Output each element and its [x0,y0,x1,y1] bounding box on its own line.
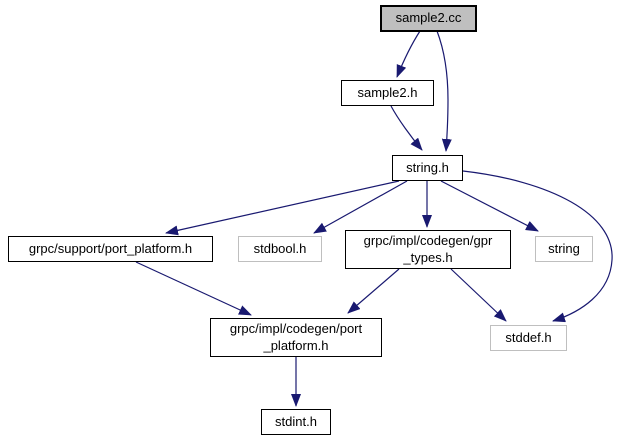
node-sample2-cc[interactable]: sample2.cc [380,5,477,32]
edge-gprtypes-stddef [450,268,507,322]
edge-sample2cc-sample2h [396,30,421,78]
node-stddef-h-label: stddef.h [505,329,552,345]
edge-supportpp-codegenpp [135,261,252,316]
edge-gprtypes-codegenpp [347,268,400,314]
edge-sample2cc-stringh [436,30,452,152]
node-stddef-h[interactable]: stddef.h [490,325,567,351]
edge-sample2h-stringh [390,105,423,151]
node-grpc-support-port-platform-h[interactable]: grpc/support/port_platform.h [8,236,213,262]
node-stdint-h-label: stdint.h [275,413,317,429]
node-string-h-label: string.h [406,159,449,175]
node-sample2-h[interactable]: sample2.h [341,80,434,106]
node-sample2-cc-label: sample2.cc [395,10,462,26]
edge-stringh-supportpp [165,180,400,236]
node-string-h[interactable]: string.h [392,155,463,181]
node-grpc-impl-codegen-port-platform-h-label: grpc/impl/codegen/port _platform.h [229,321,363,353]
node-sample2-h-label: sample2.h [357,84,418,100]
node-stdint-h[interactable]: stdint.h [261,409,331,435]
edge-stringh-stddef [462,170,613,323]
edge-stringh-stdbool [313,180,408,234]
node-string-label: string [548,240,580,256]
node-string[interactable]: string [535,236,593,262]
node-grpc-impl-codegen-gpr-types-h-label: grpc/impl/codegen/gpr _types.h [363,233,493,265]
node-grpc-impl-codegen-port-platform-h[interactable]: grpc/impl/codegen/port _platform.h [210,318,382,357]
node-stdbool-h[interactable]: stdbool.h [238,236,322,262]
edge-stringh-string [440,180,539,232]
node-grpc-impl-codegen-gpr-types-h[interactable]: grpc/impl/codegen/gpr _types.h [345,230,511,269]
node-grpc-support-port-platform-h-label: grpc/support/port_platform.h [28,240,193,256]
node-stdbool-h-label: stdbool.h [253,240,307,256]
